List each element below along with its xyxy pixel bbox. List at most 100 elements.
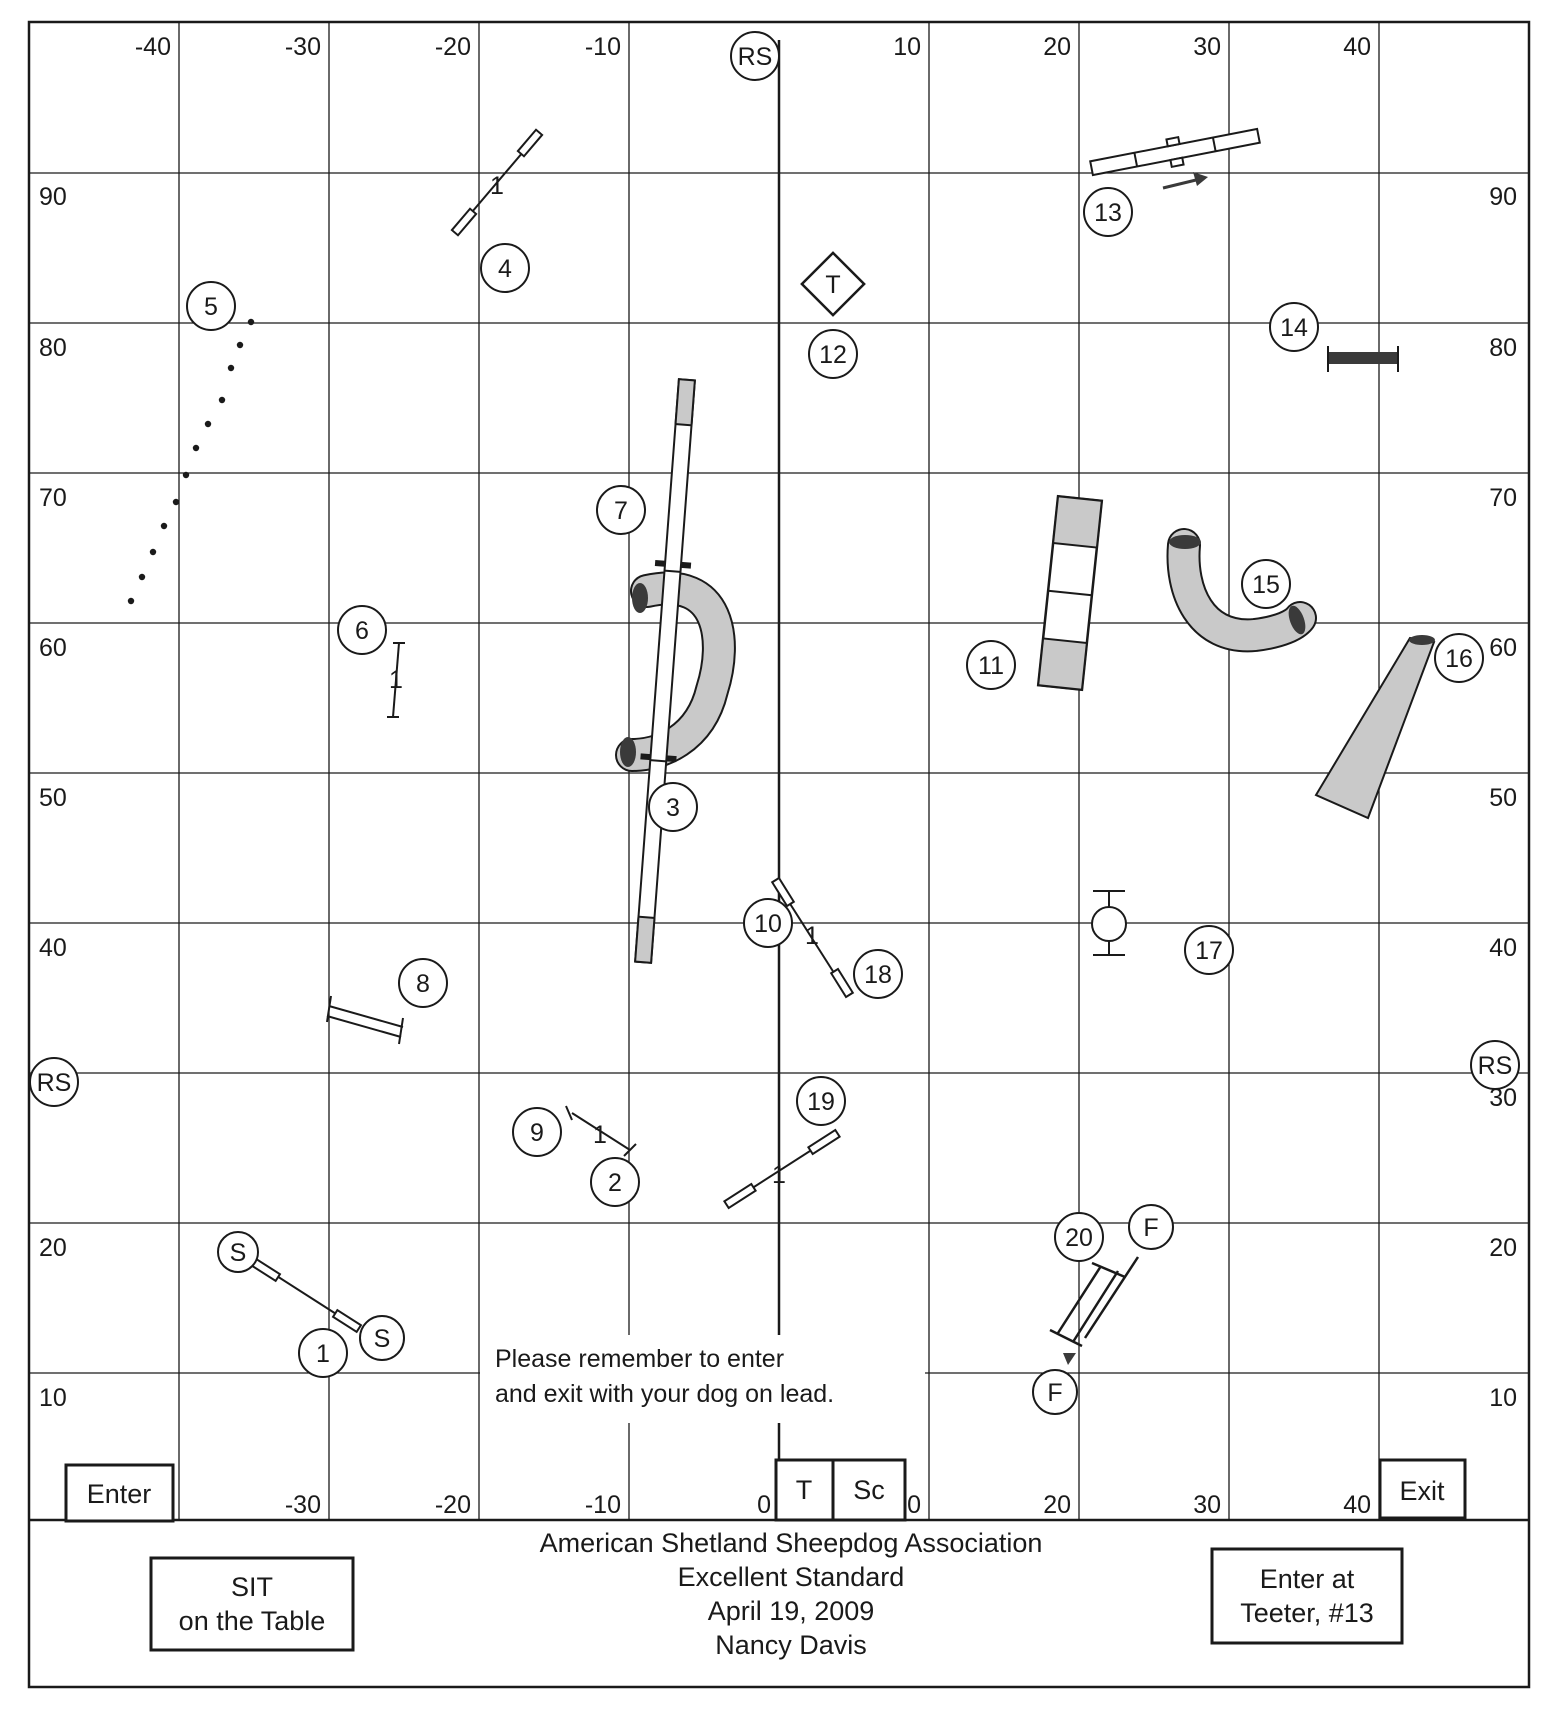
number-15: 15 [1241,559,1291,609]
weave-poles-5 [127,318,255,605]
finish-label: F [1143,1214,1158,1242]
x-tick-bottom: -10 [585,1491,621,1519]
number-11-label: 11 [978,652,1004,680]
y-tick-left: 10 [39,1384,67,1412]
number-20: 20 [1054,1212,1104,1262]
notice-line-2: and exit with your dog on lead. [495,1380,834,1408]
jump-9 [565,1105,637,1157]
y-tick-left: 40 [39,934,67,962]
number-13-label: 13 [1094,199,1122,227]
x-tick-top: -20 [435,33,471,61]
tunnel-15-end [1288,605,1306,635]
number-2-label: 2 [608,1169,622,1197]
ring-steward-label: RS [37,1069,72,1097]
number-12: 12 [808,329,858,379]
bar-height-label: 1 [389,666,403,694]
footer-right-line-1: Enter at [1260,1564,1355,1594]
trial-date: April 19, 2009 [708,1596,875,1626]
x-tick-bottom: -30 [285,1491,321,1519]
footer-left-box: SIT on the Table [149,1556,355,1652]
jump-8 [326,995,404,1045]
table-label: T [825,271,840,299]
x-tick-top: -40 [135,33,171,61]
number-3-label: 3 [666,794,680,822]
ring-steward-label: RS [738,43,773,71]
number-7: 7 [596,485,646,535]
chute-16 [1314,636,1436,820]
y-tick-right: 90 [1489,183,1517,211]
scribe-label: Sc [853,1475,885,1505]
ring-steward-label: RS [1478,1052,1513,1080]
a-frame-11 [1036,494,1104,692]
number-12-label: 12 [819,341,847,369]
x-tick-top: 40 [1343,33,1371,61]
y-axis-right-labels: 90 80 70 60 50 40 30 20 10 [1489,183,1517,1412]
footer-center: American Shetland Sheepdog Association E… [540,1528,1043,1660]
footer-left-line-2: on the Table [179,1606,326,1636]
number-16-label: 16 [1445,645,1473,673]
exit-gate: Exit [1378,1458,1467,1520]
timer-station: T [774,1458,835,1522]
x-tick-top: -10 [585,33,621,61]
start-marker: S [359,1315,405,1361]
teeter-arrow [1162,172,1208,190]
finish-marker: F [1032,1369,1078,1415]
number-16: 16 [1434,633,1484,683]
x-tick-bottom: 20 [1043,1491,1071,1519]
footer-right-line-2: Teeter, #13 [1240,1598,1374,1628]
jump-19 [722,1128,842,1210]
number-6: 6 [337,605,387,655]
number-3: 3 [648,782,698,832]
finish-arrow [1063,1353,1076,1365]
number-11: 11 [966,640,1016,690]
number-10-label: 10 [754,910,782,938]
x-axis-bottom-labels: -30 -20 -10 0 0 20 30 40 [285,1491,1371,1519]
finish-label: F [1047,1379,1062,1407]
y-tick-right: 80 [1489,334,1517,362]
dogwalk-7 [634,378,696,964]
x-axis-top-labels: -40 -30 -20 -10 10 20 30 40 [135,33,1371,61]
ring-border [27,20,1531,1689]
x-tick-top: 10 [893,33,921,61]
jump-6 [387,642,405,718]
number-1: 1 [298,1328,348,1378]
table-12: T [800,251,866,317]
tire-jump-10 [770,876,855,999]
number-2: 2 [590,1157,640,1207]
number-17: 17 [1184,925,1234,975]
teeter-13 [1089,127,1261,177]
x-tick-bottom: 0 [757,1491,771,1519]
y-tick-right: 10 [1489,1384,1517,1412]
tunnel-15-fill [1168,530,1315,651]
y-tick-left: 70 [39,484,67,512]
tunnel-15-end [1169,535,1201,549]
number-8: 8 [398,958,448,1008]
number-7-label: 7 [614,497,628,525]
finish-marker: F [1128,1204,1174,1250]
number-18-label: 18 [864,961,892,989]
ring-steward-right: RS [1470,1040,1520,1090]
tunnel-3-end [620,737,636,767]
number-4-label: 4 [498,255,512,283]
number-17-label: 17 [1195,937,1223,965]
start-label: S [374,1325,391,1353]
y-tick-left: 50 [39,784,67,812]
enter-gate: Enter [64,1463,175,1523]
y-tick-right: 60 [1489,634,1517,662]
number-5-label: 5 [204,293,218,321]
number-19-label: 19 [807,1088,835,1116]
y-tick-left: 90 [39,183,67,211]
number-4: 4 [480,243,530,293]
x-tick-bottom: 0 [907,1491,921,1519]
bar-height-label: 1 [593,1121,607,1149]
number-10: 10 [743,898,793,948]
number-14-label: 14 [1280,314,1308,342]
number-5: 5 [186,281,236,331]
class-name: Excellent Standard [678,1562,905,1592]
y-axis-left-labels: 90 80 70 60 50 40 20 10 [39,183,67,1412]
notice-backing [480,1335,925,1423]
number-9: 9 [512,1107,562,1157]
bar-height-label: 1 [490,172,504,200]
